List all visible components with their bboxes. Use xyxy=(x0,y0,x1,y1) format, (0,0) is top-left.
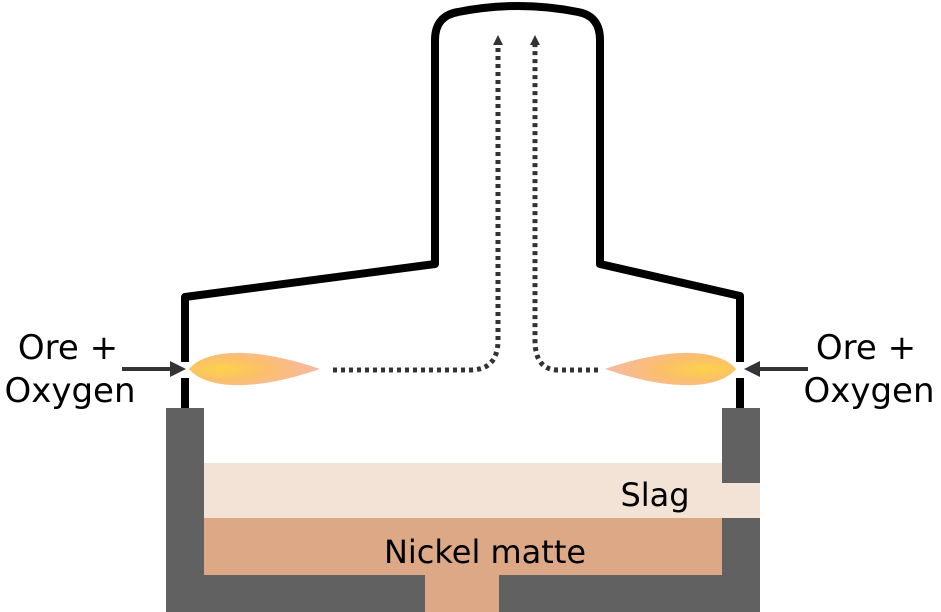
left-flame xyxy=(189,352,320,386)
slag-label: Slag xyxy=(620,476,689,514)
right-inlet-arrowhead xyxy=(744,361,760,377)
left-inlet-label-line1: Ore + xyxy=(18,328,118,368)
matte-tap-hole xyxy=(425,575,499,612)
hearth-wall-right xyxy=(722,408,760,483)
right-inlet-label-line1: Ore + xyxy=(816,328,916,368)
hearth-wall xyxy=(166,408,425,612)
slag-layer xyxy=(204,463,760,518)
nickel-matte-layer xyxy=(204,518,722,576)
right-inlet-label-line2: Oxygen xyxy=(803,371,934,411)
gas-flow-right xyxy=(530,35,598,373)
furnace-shell xyxy=(181,2,744,362)
left-inlet-label-line2: Oxygen xyxy=(4,371,135,411)
left-inlet-arrowhead xyxy=(170,361,186,377)
gas-flow-left xyxy=(333,35,503,373)
nickel-matte-label: Nickel matte xyxy=(384,533,586,571)
hearth-wall-right-lower xyxy=(499,518,760,612)
right-flame xyxy=(605,352,736,386)
